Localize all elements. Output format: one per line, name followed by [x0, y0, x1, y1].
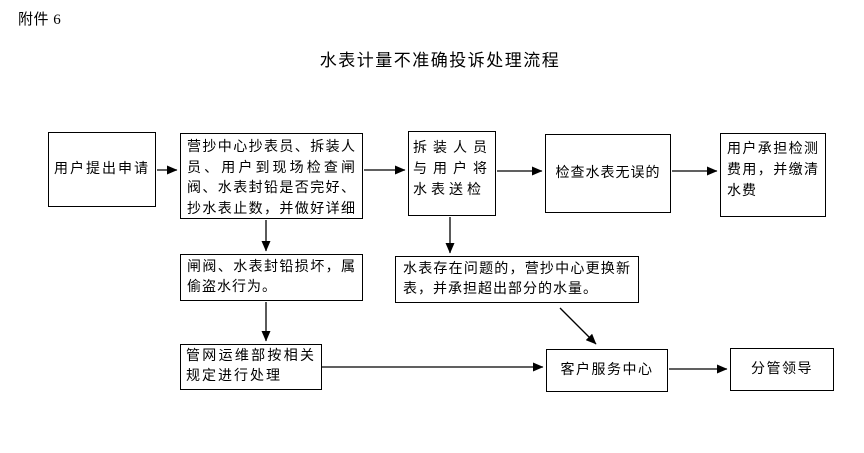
flow-node-customer-service: 客户服务中心 — [546, 349, 668, 392]
flow-node-meter-problem: 水表存在问题的，营抄中心更换新表，并承担超出部分的水量。 — [395, 256, 639, 303]
flow-node-user-application: 用户提出申请 — [48, 132, 156, 207]
flow-node-user-pays-fee: 用户承担检测费用，并缴清水费 — [720, 133, 826, 217]
flow-node-leader-in-charge: 分管领导 — [730, 348, 834, 391]
flow-node-site-inspection: 营抄中心抄表员、拆装人员、用户到现场检查闸阀、水表封铅是否完好、抄水表止数，并做… — [180, 133, 363, 219]
flow-node-send-meter-to-test: 拆装人员与用户将水表送检 — [408, 131, 496, 216]
page-title: 水表计量不准确投诉处理流程 — [319, 51, 561, 70]
flow-node-pipeline-dept: 管网运维部按相关规定进行处理 — [180, 344, 322, 390]
flow-node-water-theft: 闸阀、水表封铅损坏，属偷盗水行为。 — [180, 254, 363, 301]
attachment-label: 附件 6 — [18, 12, 62, 28]
arrow-problem-to-service — [559, 307, 597, 345]
flow-node-meter-correct: 检查水表无误的 — [545, 134, 671, 213]
